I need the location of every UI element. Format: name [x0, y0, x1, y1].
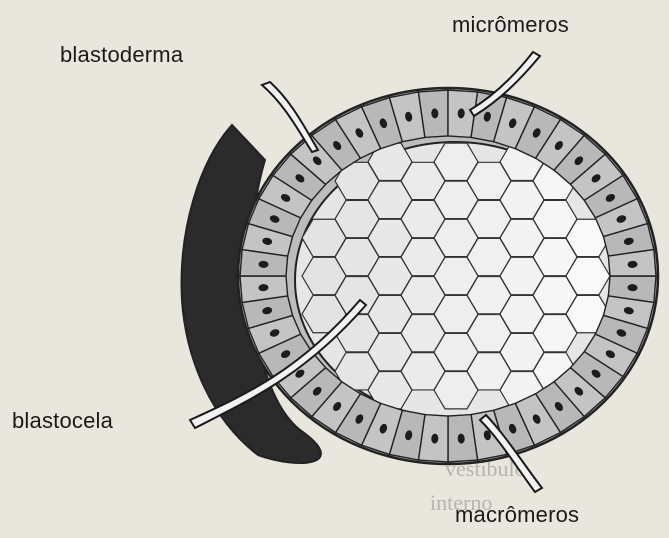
pointer-blastoderma [262, 82, 318, 152]
label-micromeros: micrômeros [452, 12, 569, 38]
label-blastoderma: blastoderma [60, 42, 183, 68]
inner-cell-network [302, 143, 610, 409]
label-macromeros: macrômeros [455, 502, 579, 528]
label-blastocela: blastocela [12, 408, 113, 434]
